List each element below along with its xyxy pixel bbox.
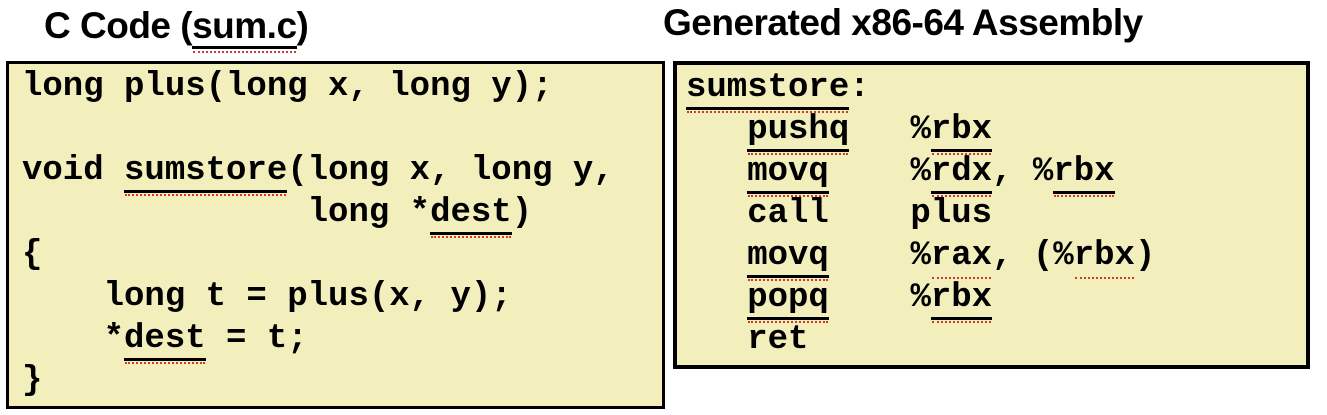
text-segment: , % xyxy=(992,153,1054,191)
assembly-title: Generated x86-64 Assembly xyxy=(663,1,1143,45)
code-line: *dest = t; xyxy=(22,318,662,361)
c-code-box: long plus(long x, long y); void sumstore… xyxy=(6,61,665,409)
text-segment: , (% xyxy=(992,237,1074,275)
text-segment: long * xyxy=(22,194,431,232)
text-segment: ) xyxy=(1134,237,1156,275)
text-segment: call plus xyxy=(686,195,993,233)
spellcheck-term: rax xyxy=(930,237,993,275)
text-segment: (long x, long y, xyxy=(287,152,614,190)
underlined-term: rdx xyxy=(930,153,993,194)
underlined-term: sumstore xyxy=(686,69,850,110)
underlined-term: popq xyxy=(747,279,829,320)
code-line: movq %rdx, %rbx xyxy=(686,151,1306,194)
underlined-term: movq xyxy=(747,237,829,278)
underlined-term: sumstore xyxy=(124,152,288,193)
underlined-term: rbx xyxy=(930,279,993,320)
text-segment: void xyxy=(22,152,125,190)
code-line: long t = plus(x, y); xyxy=(22,276,662,318)
text-segment: ) xyxy=(296,5,309,46)
text-segment: * xyxy=(22,320,125,358)
assembly-code-box: sumstore: pushq %rbx movq %rdx, %rbx cal… xyxy=(673,61,1310,369)
spellcheck-term: rbx xyxy=(1073,237,1135,275)
code-line xyxy=(22,108,662,150)
underlined-term: rbx xyxy=(1053,153,1115,194)
code-line: pushq %rbx xyxy=(686,109,1306,152)
text-segment: ) xyxy=(511,194,533,232)
code-line: long *dest) xyxy=(22,192,662,235)
text-segment xyxy=(686,279,747,317)
text-segment: C Code ( xyxy=(44,5,193,46)
underlined-term: sum.c xyxy=(192,5,297,49)
text-segment: % xyxy=(849,111,931,149)
code-line: movq %rax, (%rbx) xyxy=(686,235,1306,278)
underlined-term: movq xyxy=(747,153,829,194)
code-line: ret xyxy=(686,319,1306,361)
text-segment: Generated x86-64 Assembly xyxy=(663,2,1143,43)
text-segment: long t = plus(x, y); xyxy=(22,278,512,316)
text-segment: % xyxy=(828,237,931,275)
c-code-title: C Code (sum.c) xyxy=(44,4,309,49)
text-segment: } xyxy=(22,362,43,400)
text-segment: long plus(long x, long y); xyxy=(22,68,553,106)
code-line: } xyxy=(22,360,662,402)
text-segment xyxy=(686,111,747,149)
underlined-term: pushq xyxy=(747,111,850,152)
text-segment xyxy=(686,237,747,275)
text-segment: % xyxy=(828,279,931,317)
text-segment: = t; xyxy=(205,320,308,358)
code-line: popq %rbx xyxy=(686,277,1306,320)
text-segment: { xyxy=(22,236,43,274)
code-line: long plus(long x, long y); xyxy=(22,66,662,108)
code-line: call plus xyxy=(686,193,1306,235)
text-segment: % xyxy=(828,153,931,191)
underlined-term: dest xyxy=(430,194,512,235)
text-segment xyxy=(686,153,747,191)
underlined-term: rbx xyxy=(930,111,993,152)
text-segment: : xyxy=(849,69,870,107)
code-line: { xyxy=(22,234,662,276)
code-line: void sumstore(long x, long y, xyxy=(22,150,662,193)
underlined-term: dest xyxy=(124,320,206,361)
code-line: sumstore: xyxy=(686,67,1306,110)
text-segment: ret xyxy=(686,321,809,359)
